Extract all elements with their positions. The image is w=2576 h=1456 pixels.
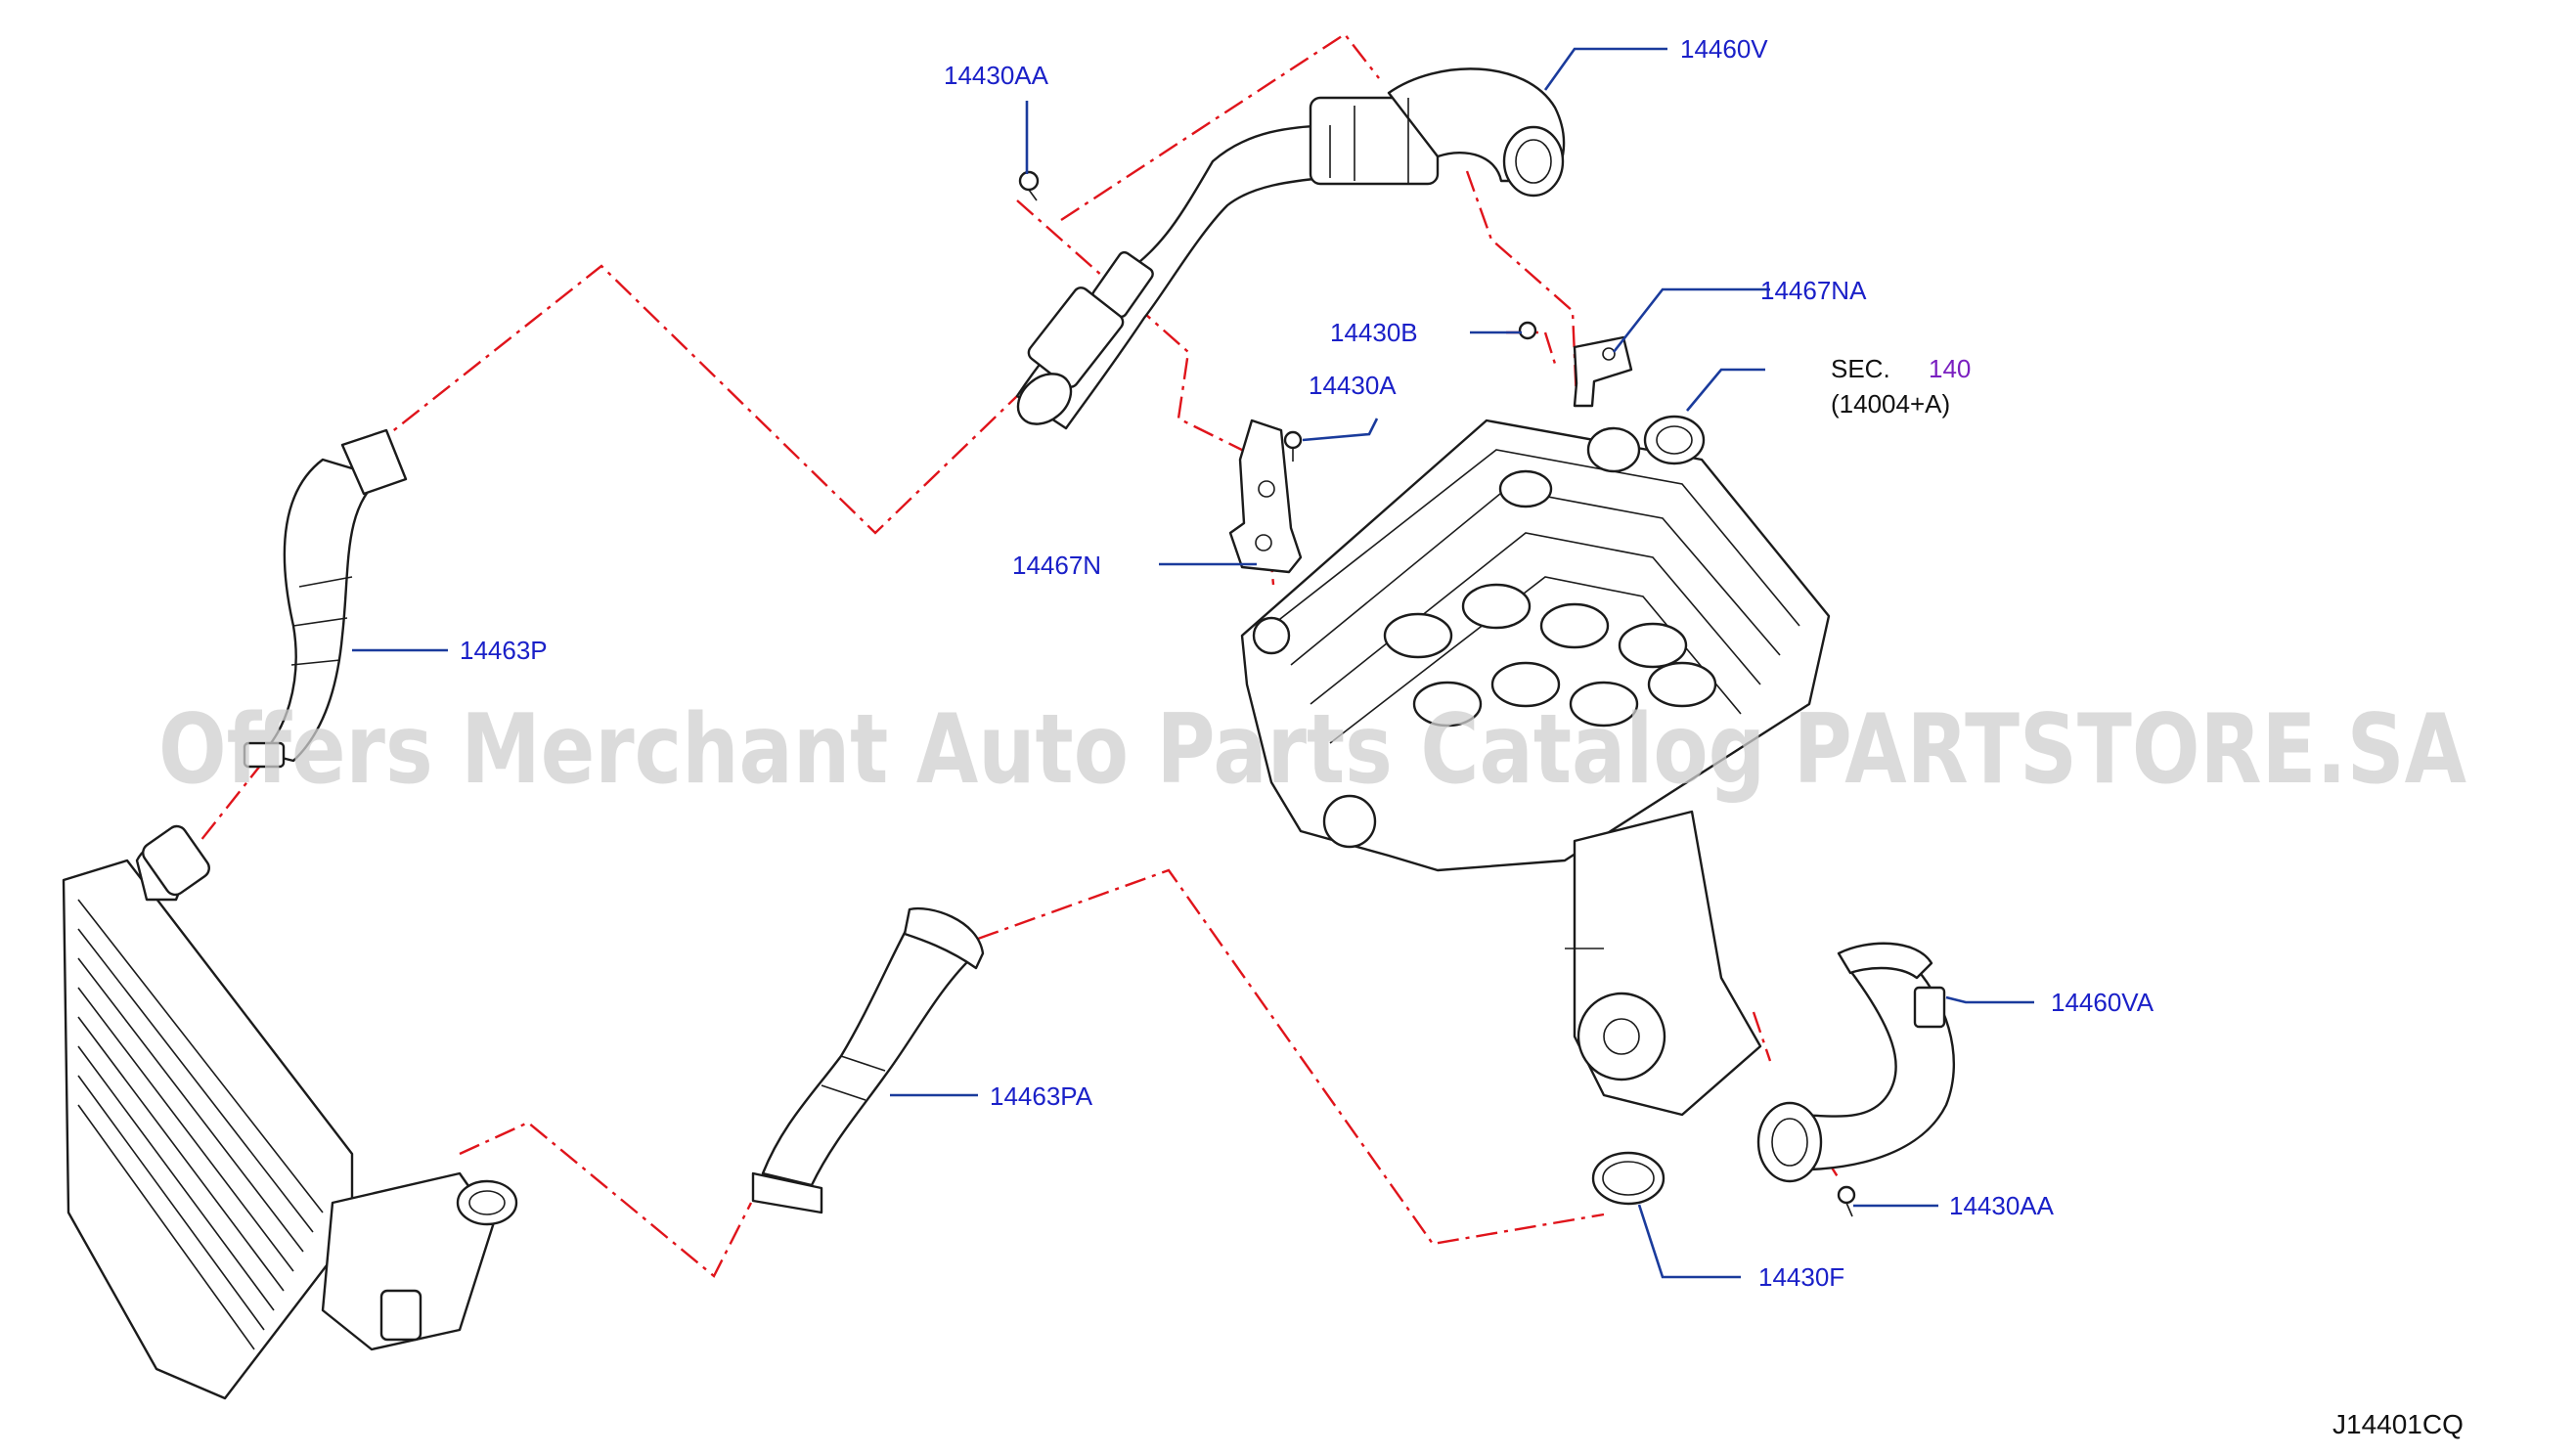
leader-lines (352, 47, 2034, 1279)
bolt-14430a (1283, 430, 1303, 462)
bracket-14467n (1228, 419, 1303, 574)
label-14463pa[interactable]: 14463PA (990, 1081, 1093, 1111)
label-14430aa-bottom[interactable]: 14430AA (1949, 1191, 2055, 1220)
label-14430f[interactable]: 14430F (1758, 1262, 1844, 1292)
intercooler (62, 824, 518, 1400)
turbo-outlets (1498, 415, 1706, 508)
label-14430b[interactable]: 14430B (1330, 318, 1418, 347)
hose-14463p (243, 428, 408, 769)
cam-lobes (1383, 583, 1717, 728)
diagram-code: J14401CQ (2332, 1409, 2464, 1439)
label-14430aa-top[interactable]: 14430AA (944, 61, 1049, 90)
bolt-14430b (1518, 321, 1537, 340)
label-sec-number[interactable]: 140 (1929, 354, 1971, 383)
label-14463p[interactable]: 14463P (460, 636, 548, 665)
part-labels: 14460V 14430AA 14467NA 14430B 14430A SEC… (460, 34, 2464, 1439)
hose-14463pa (751, 906, 985, 1214)
intercooler-fins (77, 899, 324, 1350)
label-14467na[interactable]: 14467NA (1760, 276, 1867, 305)
bracket-14467na (1573, 335, 1633, 408)
label-sec-ref: (14004+A) (1831, 389, 1950, 419)
hose-14460v (1015, 67, 1566, 430)
label-14430a[interactable]: 14430A (1309, 371, 1397, 400)
label-14460v[interactable]: 14460V (1680, 34, 1768, 64)
label-14460va[interactable]: 14460VA (2051, 988, 2154, 1017)
watermark-text: Offers Merchant Auto Parts Catalog PARTS… (158, 694, 2466, 806)
label-sec: SEC. (1831, 354, 1890, 383)
bolt-14430aa-top (1018, 170, 1040, 201)
cylinder-head-assembly (1240, 415, 1831, 1117)
label-14467n[interactable]: 14467N (1012, 551, 1101, 580)
bolt-14430aa-bottom (1837, 1185, 1856, 1217)
hose-14460va (1756, 942, 1956, 1183)
clamp-14430f (1591, 1151, 1666, 1206)
